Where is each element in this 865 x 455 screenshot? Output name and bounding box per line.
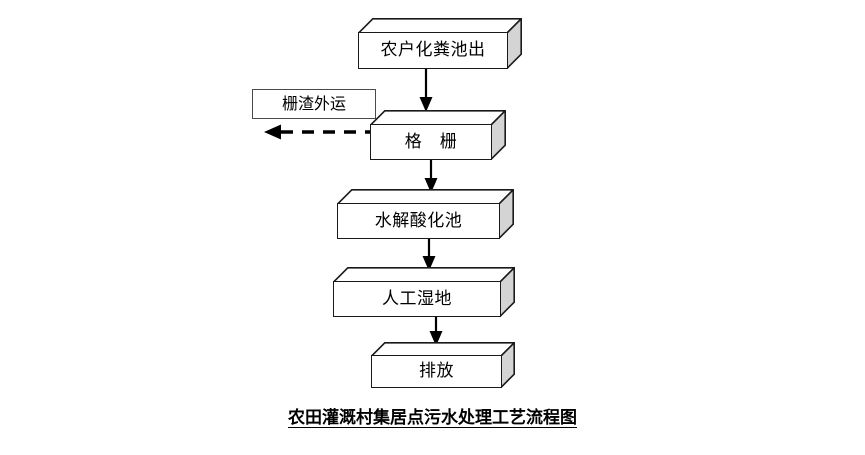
node-discharge-label: 排放 <box>419 361 454 381</box>
node-discharge[interactable]: 排放 <box>371 342 515 388</box>
node-septic-outlet-label: 农户化粪池出 <box>380 40 486 60</box>
node-hydrolysis-acidification-label: 水解酸化池 <box>374 210 463 231</box>
box-front-face-grille: 格 栅 <box>370 124 492 160</box>
node-septic-outlet[interactable]: 农户化粪池出 <box>358 18 522 69</box>
connector-grille-to-residue <box>264 124 377 140</box>
node-screen-residue[interactable]: 栅渣外运 <box>252 89 376 119</box>
node-constructed-wetland[interactable]: 人工湿地 <box>333 267 515 317</box>
box-front-face-hydrolysis: 水解酸化池 <box>337 203 500 239</box>
box-front-face-wetland: 人工湿地 <box>333 281 501 317</box>
box-front-face-discharge: 排放 <box>371 355 502 388</box>
diagram-caption: 农田灌溉村集居点污水处理工艺流程图 <box>288 408 577 428</box>
node-grille[interactable]: 格 栅 <box>370 110 506 160</box>
node-constructed-wetland-label: 人工湿地 <box>382 288 452 309</box>
node-grille-label: 格 栅 <box>404 131 458 152</box>
node-screen-residue-label: 栅渣外运 <box>281 94 346 113</box>
node-hydrolysis-acidification[interactable]: 水解酸化池 <box>337 189 514 239</box>
box-front-face-septic: 农户化粪池出 <box>358 32 508 69</box>
